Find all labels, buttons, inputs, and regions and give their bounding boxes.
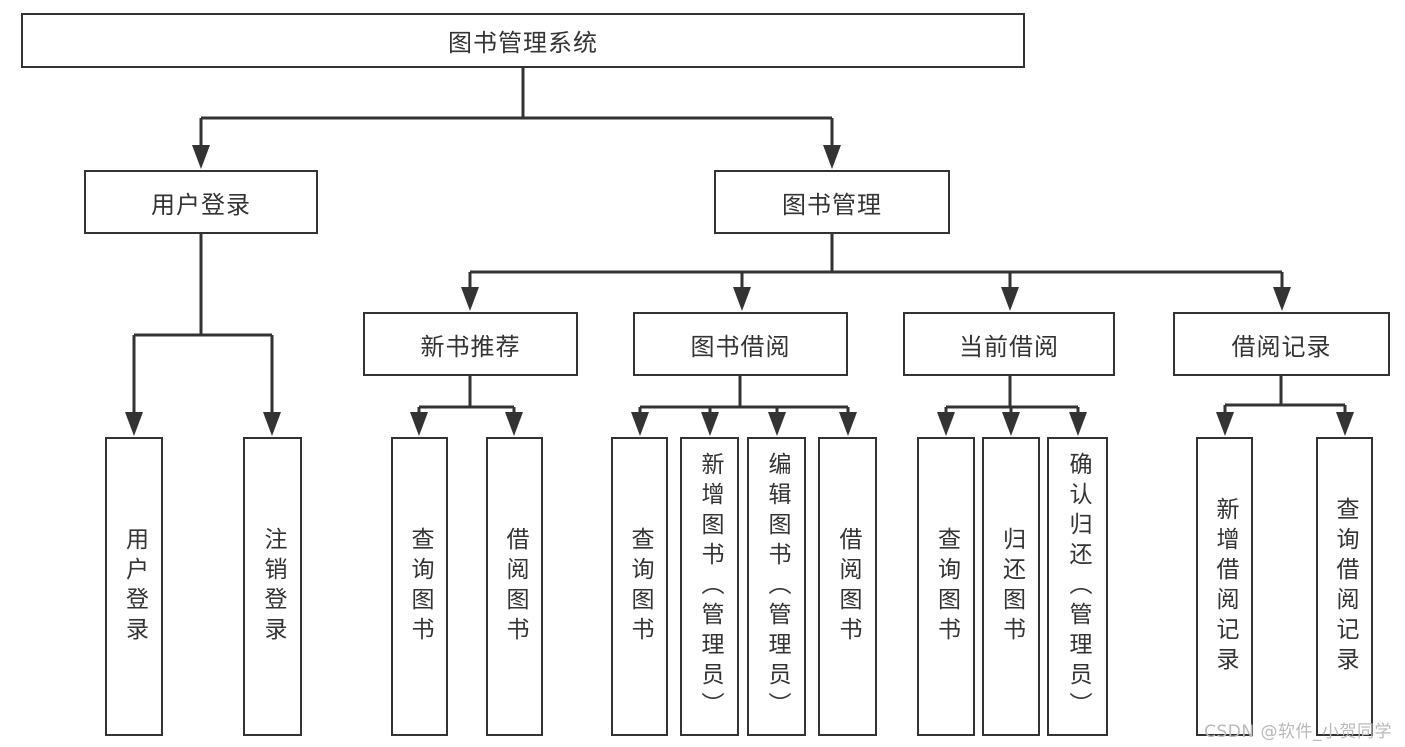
leaf-label: 查询借阅记录 <box>1332 496 1358 677</box>
leaf-user-login: 用户登录 <box>105 437 163 736</box>
leaf-current-return-books: 归还图书 <box>982 437 1040 736</box>
connector-current-borrowing-to-leaves <box>937 376 1087 436</box>
leaf-records-query-record: 查询借阅记录 <box>1316 437 1373 736</box>
leaf-label: 查询图书 <box>933 526 960 647</box>
node-label: 当前借阅 <box>959 332 1059 361</box>
connector-book-management-to-level3 <box>461 234 1291 311</box>
leaf-label: 新增借阅记录 <box>1212 496 1238 677</box>
node-label: 图书管理系统 <box>448 29 598 57</box>
csdn-watermark: CSDN @软件_小贺同学 <box>1204 722 1392 742</box>
connector-book-borrowing-to-leaves <box>631 376 857 436</box>
node-new-book-recommend: 新书推荐 <box>363 312 578 376</box>
leaf-logout: 注销登录 <box>243 437 302 736</box>
node-label: 图书借阅 <box>690 332 791 361</box>
leaf-current-confirm-return-admin: 确认归还（管理员） <box>1047 437 1108 736</box>
leaf-label: 注销登录 <box>260 526 286 647</box>
connector-borrowing-records-to-leaves <box>1216 376 1354 436</box>
node-book-management: 图书管理 <box>714 170 950 234</box>
connector-new-book-recommend-to-leaves <box>410 376 523 436</box>
leaf-label: 确认归还（管理员） <box>1065 451 1091 722</box>
node-user-login: 用户登录 <box>84 170 318 234</box>
leaf-label: 新增图书（管理员） <box>697 451 723 722</box>
node-label: 借阅记录 <box>1231 332 1332 361</box>
leaf-borrowing-borrow-books: 借阅图书 <box>818 437 877 736</box>
leaf-label: 借阅图书 <box>835 526 861 647</box>
connector-root-to-level2 <box>192 68 841 169</box>
leaf-borrowing-add-books-admin: 新增图书（管理员） <box>680 437 739 736</box>
leaf-records-add-record: 新增借阅记录 <box>1196 437 1253 736</box>
leaf-borrowing-query-books: 查询图书 <box>611 437 668 736</box>
leaf-current-query-books: 查询图书 <box>917 437 975 736</box>
node-borrowing-records: 借阅记录 <box>1173 312 1390 376</box>
leaf-label: 查询图书 <box>627 526 653 647</box>
leaf-recommend-borrow-books: 借阅图书 <box>486 437 543 736</box>
leaf-label: 用户登录 <box>121 526 148 647</box>
node-label: 新书推荐 <box>420 332 521 361</box>
leaf-label: 归还图书 <box>998 526 1025 647</box>
leaf-recommend-query-books: 查询图书 <box>391 437 448 736</box>
node-book-borrowing: 图书借阅 <box>633 312 848 376</box>
node-label: 图书管理 <box>782 190 882 219</box>
connector-user-login-to-leaves <box>125 234 281 436</box>
leaf-label: 借阅图书 <box>502 526 528 647</box>
node-current-borrowing: 当前借阅 <box>903 312 1115 376</box>
node-label: 用户登录 <box>151 190 251 219</box>
leaf-borrowing-edit-books-admin: 编辑图书（管理员） <box>747 437 806 736</box>
leaf-label: 编辑图书（管理员） <box>764 451 790 722</box>
leaf-label: 查询图书 <box>407 526 433 647</box>
node-root: 图书管理系统 <box>21 13 1025 68</box>
